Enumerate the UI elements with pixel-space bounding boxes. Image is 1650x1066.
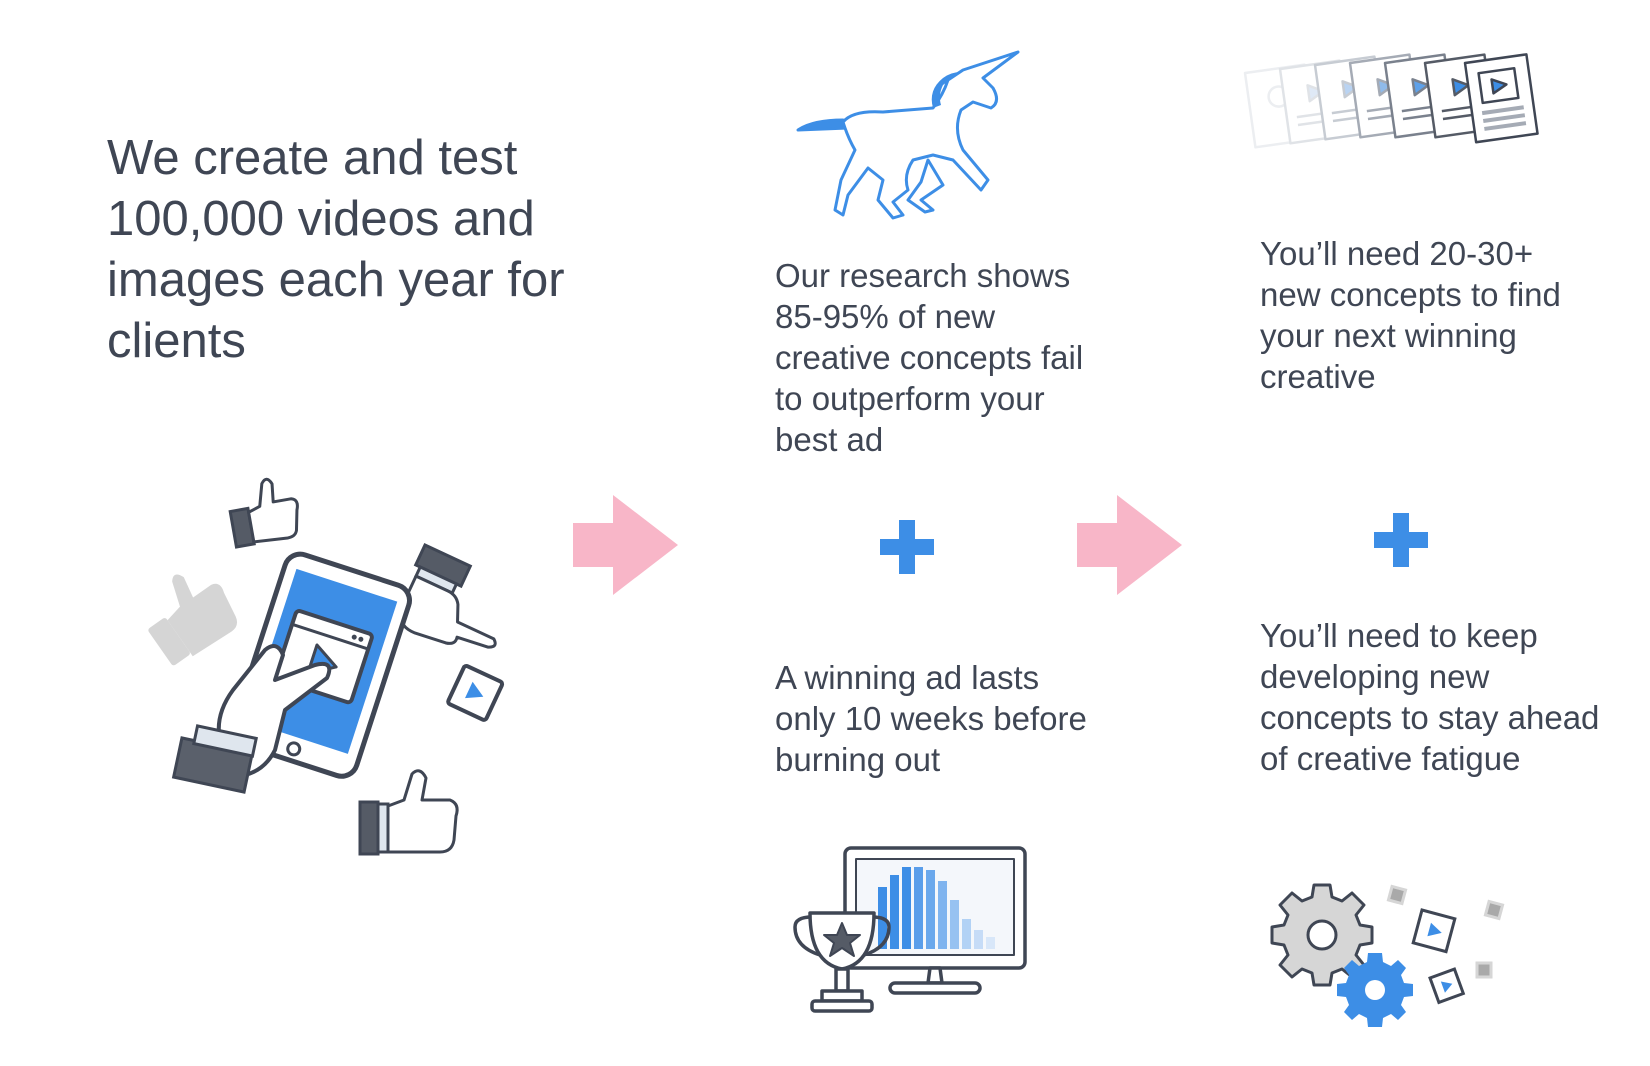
- tablet-with-likes-illustration: [148, 477, 505, 856]
- gear-icon: [1270, 883, 1374, 987]
- research-text: Our research shows 85-95% of new creativ…: [775, 257, 1084, 458]
- winning-ad-text: A winning ad lasts only 10 weeks before …: [775, 659, 1087, 778]
- gears-icon: [1270, 883, 1505, 1027]
- thumbs-up-icon: [358, 769, 459, 856]
- arrow-right-icon: [1077, 495, 1182, 595]
- gear-icon: [1337, 953, 1413, 1027]
- video-card-icon: [1428, 967, 1466, 1005]
- keep-developing-text: You’ll need to keep developing new conce…: [1260, 617, 1600, 777]
- plus-icon: [880, 520, 934, 574]
- faded-thumbs-up-icon: [148, 574, 238, 666]
- arrow-right-icon: [573, 495, 678, 595]
- headline: We create and test 100,000 videos and im…: [107, 131, 565, 368]
- plus-icon: [1374, 513, 1428, 567]
- video-card-icon: [1411, 908, 1457, 954]
- need-concepts-text: You’ll need 20-30+ new concepts to find …: [1260, 235, 1561, 395]
- stacked-documents-icon: [1243, 53, 1539, 149]
- pointing-hand-icon: [398, 543, 497, 649]
- thumbs-up-icon: [228, 477, 299, 549]
- video-card-icon: [446, 663, 505, 722]
- trophy-and-monitor-chart-icon: [793, 846, 1027, 1013]
- unicorn-icon: [796, 50, 1020, 220]
- holding-hand-icon: [171, 644, 332, 794]
